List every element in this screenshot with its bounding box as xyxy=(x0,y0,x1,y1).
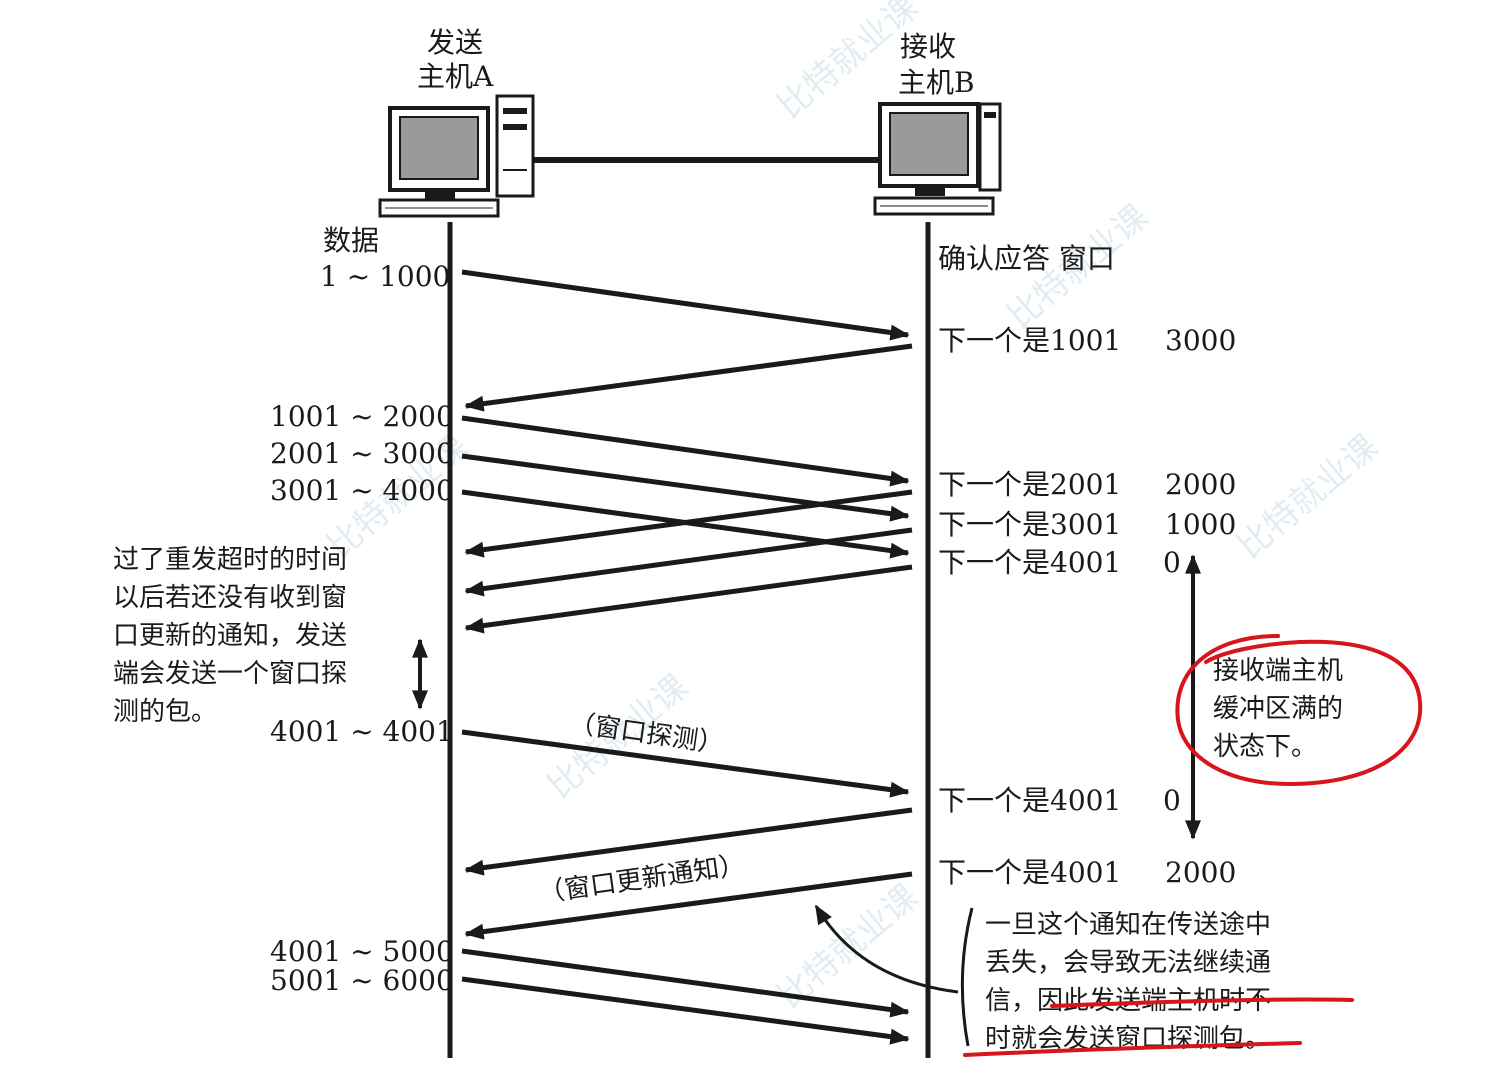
probe-arrow xyxy=(461,729,910,798)
ack-window-label: 2000 xyxy=(1165,856,1236,889)
timeout-note: 过了重发超时的时间 以后若还没有收到窗 口更新的通知，发送 端会发送一个窗口探 … xyxy=(113,545,347,727)
sender-column-header: 数据 xyxy=(323,224,379,257)
receiver-column-header: 确认应答 窗口 xyxy=(938,242,1115,275)
segment-label: 4001 ~ 4001 xyxy=(270,715,454,748)
svg-text:端会发送一个窗口探: 端会发送一个窗口探 xyxy=(113,659,347,689)
data-arrow xyxy=(461,453,910,522)
ack-next-label: 下一个是3001 xyxy=(938,508,1121,541)
data-arrow xyxy=(461,948,910,1018)
receiver-computer-icon xyxy=(873,102,1002,216)
data-arrow xyxy=(461,976,910,1045)
loss-note: 一旦这个通知在传送途中 丢失，会导致无法继续通 信，因此发送端主机时不 时就会发… xyxy=(985,910,1271,1054)
sender-computer-icon xyxy=(378,94,535,218)
ack-next-label: 下一个是2001 xyxy=(938,468,1121,501)
segment-label: 4001 ~ 5000 xyxy=(270,935,454,968)
ack-window-label: 3000 xyxy=(1165,324,1236,357)
svg-text:以后若还没有收到窗: 以后若还没有收到窗 xyxy=(113,583,347,613)
svg-text:状态下。: 状态下。 xyxy=(1213,732,1317,762)
ack-window-label: 0 xyxy=(1163,784,1181,817)
ack-next-label: 下一个是4001 xyxy=(938,784,1121,817)
svg-text:接收端主机: 接收端主机 xyxy=(1213,656,1343,686)
red-circle-annotation xyxy=(1175,634,1423,787)
ack-window-label: 0 xyxy=(1163,546,1181,579)
ack-next-label: 下一个是4001 xyxy=(938,856,1121,889)
ack-window-label: 1000 xyxy=(1165,508,1236,541)
svg-text:丢失，会导致无法继续通: 丢失，会导致无法继续通 xyxy=(985,948,1271,978)
receiver-host-label-line2: 主机B xyxy=(898,66,975,99)
ack-next-label: 下一个是1001 xyxy=(938,324,1121,357)
sender-host-label-line2: 主机A xyxy=(417,60,494,93)
red-annotations xyxy=(963,634,1423,1057)
ack-arrow xyxy=(464,564,913,634)
ack-window-label: 2000 xyxy=(1165,468,1236,501)
data-arrow xyxy=(461,269,910,341)
ack-arrow xyxy=(464,343,913,412)
loss-note-bracket xyxy=(960,907,974,1047)
data-arrow xyxy=(461,415,910,487)
window-update-arrow xyxy=(464,871,913,940)
loss-note-pointer-arrow xyxy=(814,904,959,994)
svg-text:缓冲区满的: 缓冲区满的 xyxy=(1213,694,1343,724)
watermark: 比特就业课 xyxy=(1230,427,1386,567)
red-underline-annotation xyxy=(963,1041,1302,1057)
message-arrows xyxy=(461,269,913,1045)
ack-arrow xyxy=(464,807,913,876)
svg-text:口更新的通知，发送: 口更新的通知，发送 xyxy=(113,621,347,651)
svg-text:过了重发超时的时间: 过了重发超时的时间 xyxy=(113,545,347,575)
ack-arrow xyxy=(464,489,913,558)
segment-label: 5001 ~ 6000 xyxy=(270,964,454,997)
svg-text:一旦这个通知在传送途中: 一旦这个通知在传送途中 xyxy=(985,910,1271,940)
buffer-full-note: 接收端主机 缓冲区满的 状态下。 xyxy=(1213,656,1343,762)
red-underline-annotation xyxy=(1050,997,1354,1008)
segment-label: 3001 ~ 4000 xyxy=(270,474,454,507)
segment-label: 2001 ~ 3000 xyxy=(270,437,454,470)
segment-label: 1 ~ 1000 xyxy=(320,260,450,293)
receiver-host-label-line1: 接收 xyxy=(900,30,956,63)
ack-next-label: 下一个是4001 xyxy=(938,546,1121,579)
sender-host-label-line1: 发送 xyxy=(427,26,483,59)
segment-label: 1001 ~ 2000 xyxy=(270,400,454,433)
svg-text:测的包。: 测的包。 xyxy=(113,697,217,727)
ack-arrow xyxy=(464,527,913,597)
